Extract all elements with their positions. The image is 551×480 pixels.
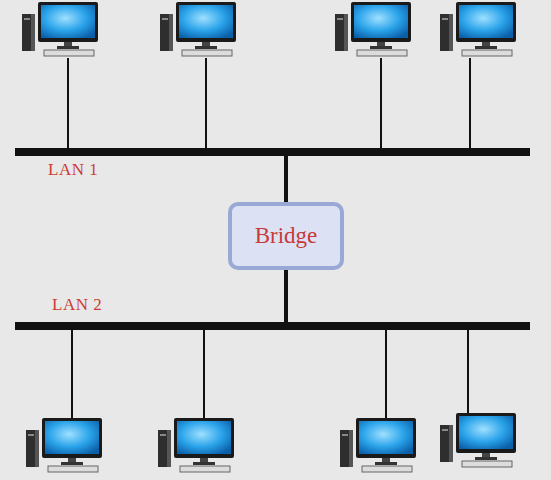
computer-icon [340, 418, 416, 472]
computer-icon [26, 418, 102, 472]
drop-wire [205, 58, 207, 150]
bridge-link [284, 270, 288, 322]
bridge-label: Bridge [255, 223, 318, 249]
drop-wire [469, 58, 471, 150]
drop-wire [67, 58, 69, 150]
computer-icon [440, 2, 516, 56]
drop-wire [385, 328, 387, 418]
bus-line: LAN 1 [15, 148, 530, 156]
bus-line: LAN 2 [15, 322, 530, 330]
computer-icon [160, 2, 236, 56]
computer-icon [440, 413, 516, 467]
bridge-box: Bridge [228, 202, 344, 270]
computer-icon [335, 2, 411, 56]
bridge-link [284, 156, 288, 202]
drop-wire [203, 328, 205, 418]
drop-wire [467, 328, 469, 413]
computer-icon [22, 2, 98, 56]
lan-label: LAN 1 [48, 160, 98, 180]
lan-label: LAN 2 [52, 295, 102, 315]
drop-wires [68, 58, 470, 418]
drop-wire [380, 58, 382, 150]
computer-icon [158, 418, 234, 472]
drop-wire [71, 328, 73, 418]
